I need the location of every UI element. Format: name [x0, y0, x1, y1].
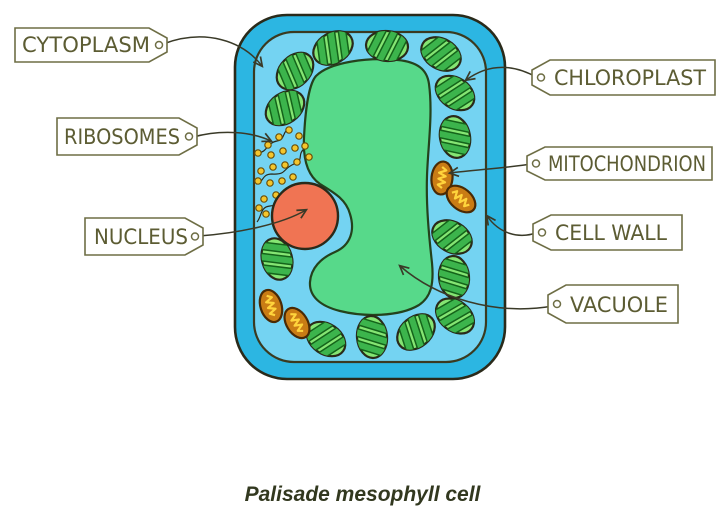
- tag-hole: [552, 299, 562, 309]
- leader-cytoplasm: [162, 36, 264, 68]
- tag-hole: [531, 159, 541, 168]
- label-tag-cytoplasm: CYTOPLASM: [14, 27, 168, 63]
- tag-hole: [184, 132, 194, 141]
- cytoplasm-label: CYTOPLASM: [22, 33, 150, 57]
- nucleus-label: NUCLEUS: [94, 225, 188, 249]
- leader-chloroplast: [464, 66, 539, 82]
- vacuole-shape: [302, 58, 434, 317]
- tag-hole: [154, 40, 164, 50]
- label-tag-ribosomes: RIBOSOMES: [56, 117, 198, 156]
- chloroplast-label: CHLOROPLAST: [554, 66, 706, 90]
- cell-wall-label: CELL WALL: [555, 221, 667, 245]
- label-tag-mitochondrion: MITOCHONDRION: [526, 146, 713, 181]
- leader-mitochondrion: [447, 163, 533, 178]
- label-tag-vacuole: VACUOLE: [547, 284, 679, 324]
- vacuole-label: VACUOLE: [570, 293, 668, 317]
- label-tag-nucleus: NUCLEUS: [84, 217, 204, 256]
- label-tags: CYTOPLASM RIBOSOMES NUCLEUS CHLOROPLAST: [14, 27, 716, 324]
- nucleus-shape: [270, 181, 340, 251]
- leader-vacuole: [398, 264, 554, 310]
- tag-hole: [536, 73, 546, 82]
- tag-hole: [537, 228, 547, 237]
- leader-nucleus: [198, 208, 309, 237]
- label-tag-cell-wall: CELL WALL: [532, 214, 683, 251]
- figure-caption: Palisade mesophyll cell: [244, 483, 481, 506]
- label-tag-chloroplast: CHLOROPLAST: [531, 59, 716, 96]
- leader-ribosomes: [192, 131, 274, 143]
- ribosomes-label: RIBOSOMES: [64, 125, 180, 149]
- mitochondrion-label: MITOCHONDRION: [548, 152, 706, 176]
- tag-hole: [190, 232, 200, 241]
